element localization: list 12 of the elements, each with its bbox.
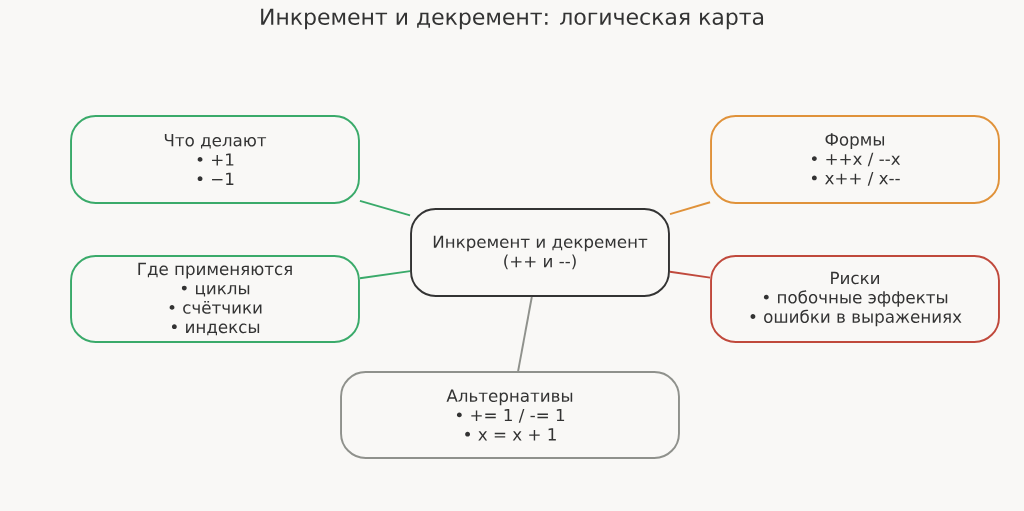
topic-box: Формы • ++x / --x • x++ / x-- — [710, 115, 1000, 204]
title: Инкремент и декремент: логическая карта — [261, 8, 764, 30]
topic-box: Где применяются • циклы • счётчики • индексы — [70, 255, 360, 343]
topic-box: Альтернативы • += 1 / -= 1 • x = x + 1 — [340, 371, 680, 459]
topic-box: Инкремент и декремент (++ и --) — [410, 208, 670, 297]
connector-line — [358, 270, 412, 280]
connector-line — [669, 270, 712, 279]
connector-line — [358, 200, 412, 217]
connector-line — [517, 296, 533, 372]
topic-box: Что делают • +1 • −1 — [70, 115, 360, 204]
connector-line — [669, 201, 712, 216]
topic-box: Риски • побочные эффекты • ошибки в выражениях — [710, 255, 1000, 343]
